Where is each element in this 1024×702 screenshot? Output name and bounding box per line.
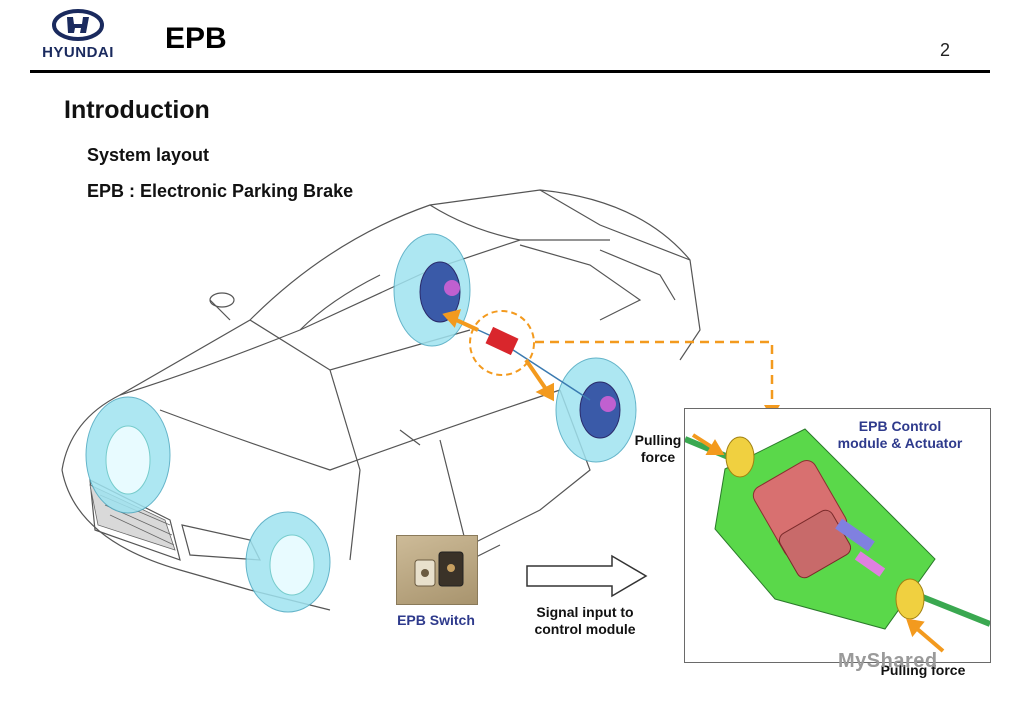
control-module-label-line2: module & Actuator [837, 435, 963, 451]
bullet-system-layout: System layout [87, 145, 210, 165]
header-divider [30, 70, 990, 73]
pulling-force-top-label: Pulling force [630, 432, 686, 466]
epb-switch-photo [396, 535, 478, 605]
watermark: MyShared [838, 650, 938, 672]
page-number: 2 [940, 40, 951, 60]
pulling-force-bottom-label: Pulling force [880, 662, 966, 678]
leader-line [535, 340, 774, 410]
epb-module [469, 310, 535, 376]
epb-switch-label: EPB Switch [397, 612, 475, 628]
force-arrows-module [442, 309, 554, 402]
brand-name: HYUNDAI [42, 44, 114, 61]
actuator-cutaway [683, 428, 992, 653]
bullet-epb-definition: EPB : Electronic Parking Brake [87, 181, 354, 201]
section-heading: Introduction [64, 96, 210, 124]
hyundai-logo: HYUNDAI [30, 8, 126, 64]
actuator-inset [683, 408, 992, 663]
hyundai-emblem-icon [52, 9, 104, 41]
signal-label: Signal input to control module [510, 604, 660, 638]
deck-title: EPB [165, 22, 227, 55]
pulling-force-top-line1: Pulling [634, 432, 682, 448]
control-module-label-line1: EPB Control [858, 418, 942, 434]
epb-switch-icon [414, 551, 464, 587]
signal-label-line1: Signal input to [536, 604, 634, 620]
signal-arrow [526, 554, 648, 598]
pulling-arrows-inset [691, 433, 945, 653]
pulling-force-top-line2: force [640, 449, 676, 465]
wheels [85, 233, 637, 613]
control-module-label: EPB Control module & Actuator [820, 418, 980, 452]
actuator-body [683, 428, 992, 630]
signal-label-line2: control module [534, 621, 636, 637]
